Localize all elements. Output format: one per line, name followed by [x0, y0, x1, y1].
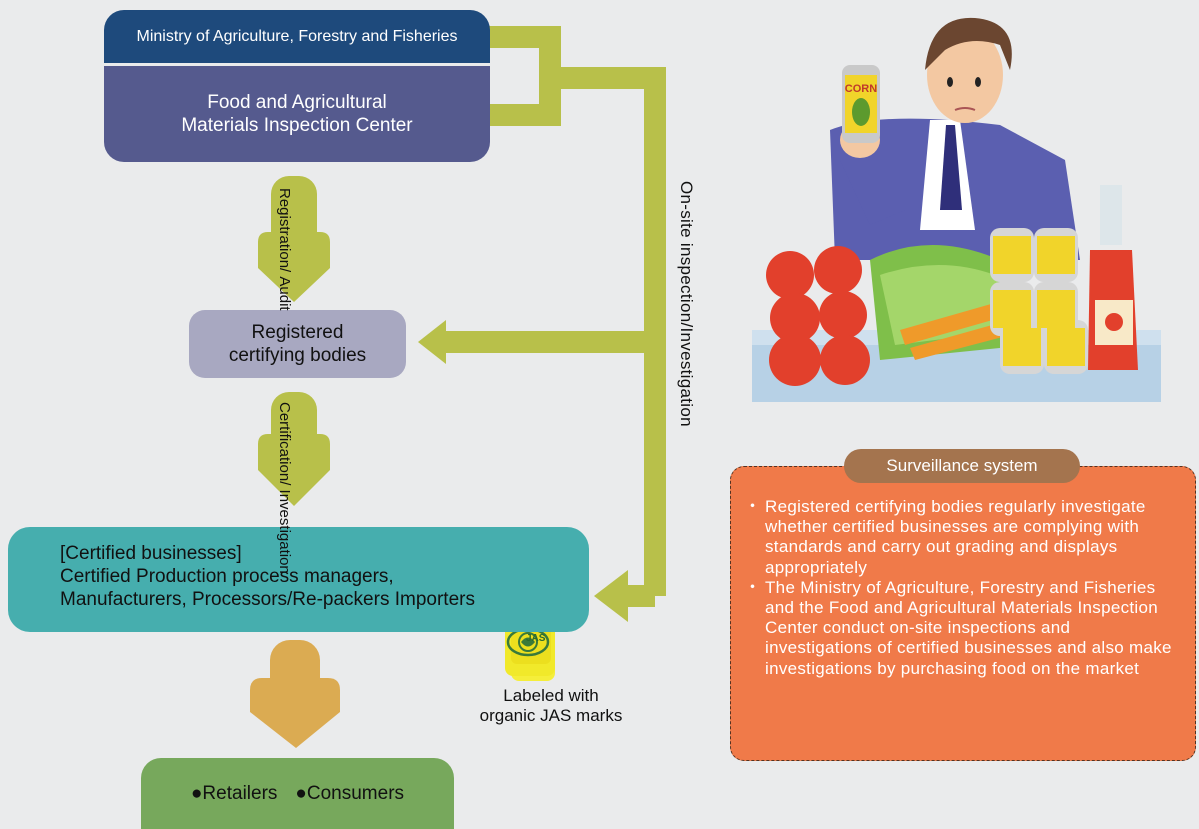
surveillance-item-2: The Ministry of Agriculture, Forestry an… [744, 578, 1181, 679]
certified-label-line3: Manufacturers, Processors/Re-packers Imp… [60, 589, 475, 610]
famic-box: Food and Agricultural Materials Inspecti… [104, 66, 490, 162]
famic-label-line1: Food and Agricultural [207, 92, 387, 113]
onsite-inspection-label: On-site inspection/Investigation [677, 181, 696, 427]
registration-audit-label: Registration/ Audit [276, 188, 293, 311]
rcb-arrowhead [418, 320, 446, 364]
jas-mark-text: JAS [526, 633, 546, 644]
certifying-bodies-box: Registered certifying bodies [189, 310, 406, 378]
retail-arrow [250, 640, 340, 748]
jas-caption-line2: organic JAS marks [479, 706, 623, 725]
jas-caption: Labeled with organic JAS marks [446, 686, 656, 726]
registration-label-line1: Registration/ [276, 188, 293, 273]
rcb-label-line1: Registered [251, 322, 344, 343]
ministry-label: Ministry of Agriculture, Forestry and Fi… [136, 27, 458, 45]
svg-text:CORN: CORN [845, 83, 877, 95]
consumers-label: ●Consumers [295, 782, 405, 804]
certified-label-line2: Certified Production process managers, [60, 566, 394, 587]
surveillance-box: Registered certifying bodies regularly i… [730, 466, 1196, 761]
certified-label-line1: [Certified businesses] [60, 543, 242, 564]
certification-label-line1: Certification/ [276, 402, 293, 486]
famic-label-line2: Materials Inspection Center [181, 115, 413, 136]
surveillance-title: Surveillance system [844, 449, 1080, 483]
registration-arrow [258, 176, 330, 302]
retailers-consumers-box: ●Retailers ●Consumers [141, 758, 454, 829]
certified-businesses-box: [Certified businesses] Certified Product… [8, 527, 589, 632]
ministry-box: Ministry of Agriculture, Forestry and Fi… [104, 10, 490, 63]
retailers-label: ●Retailers [190, 782, 278, 804]
rcb-label-line2: certifying bodies [228, 345, 367, 366]
registration-label-line2: Audit [276, 276, 293, 311]
surveillance-item-1: Registered certifying bodies regularly i… [744, 497, 1181, 578]
jas-caption-line1: Labeled with [503, 686, 599, 705]
certification-investigation-label: Certification/ Investigation [276, 402, 293, 574]
famic-connector [488, 78, 561, 126]
certified-arrowhead [594, 570, 628, 622]
certification-arrow [258, 392, 330, 506]
shopper-illustration: CORN [752, 17, 1161, 402]
certification-label-line2: Investigation [276, 489, 293, 574]
